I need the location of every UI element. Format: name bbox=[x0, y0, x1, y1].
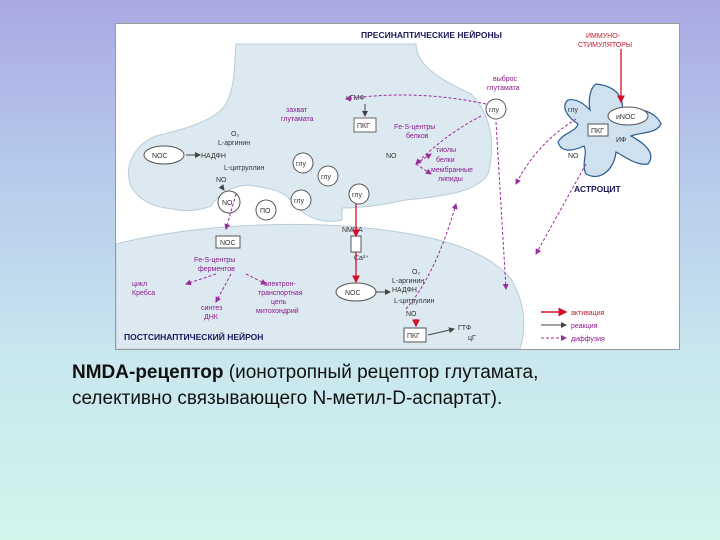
diffusion-arrows bbox=[185, 94, 587, 310]
immune-label-2: СТИМУЛЯТОРЫ bbox=[578, 42, 632, 49]
pre-fe-label-2: ферментов bbox=[198, 266, 235, 273]
uptake-label-2: глутамата bbox=[281, 116, 314, 123]
o2-post-label: O₂ bbox=[412, 269, 420, 276]
release-label-2: глутамата bbox=[487, 85, 520, 92]
glu-label-4: глу bbox=[489, 107, 499, 114]
glu-label-2: глу bbox=[321, 174, 331, 181]
po-node bbox=[255, 199, 277, 221]
legend-diffusion-label: диффузия bbox=[571, 336, 605, 343]
cg-label: цГ bbox=[468, 335, 476, 342]
pkg-post-box bbox=[403, 327, 427, 343]
caption-term: NMDA bbox=[72, 362, 129, 383]
chain-label-4: митохондрий bbox=[256, 307, 299, 315]
caption-rest: (ионотропный рецептор глутамата, селекти… bbox=[72, 362, 539, 409]
nmda-diagram: ПРЕСИНАПТИЧЕСКИЕ НЕЙРОНЫ ПОСТСИНАПТИЧЕСК… bbox=[115, 23, 680, 350]
effects-label-3: тиолы bbox=[436, 147, 456, 154]
dna-label-2: ДНК bbox=[204, 314, 219, 321]
gtf-label: ГТФ bbox=[458, 325, 471, 332]
glu-node-2 bbox=[317, 165, 339, 187]
glu-node-3 bbox=[348, 183, 370, 205]
diagram-svg: ПРЕСИНАПТИЧЕСКИЕ НЕЙРОНЫ ПОСТСИНАПТИЧЕСК… bbox=[116, 29, 662, 349]
glu-label-3: глу bbox=[352, 192, 362, 199]
astrocyte-label: АСТРОЦИТ bbox=[574, 184, 622, 194]
effects-label-5: мембранные bbox=[431, 166, 473, 174]
nos-pre-node bbox=[143, 145, 185, 165]
o2-label: O₂ bbox=[231, 131, 239, 138]
no-label-center: NO bbox=[386, 153, 397, 160]
arginine-label: L-аргинин bbox=[218, 140, 250, 147]
chain-label-2: транспортная bbox=[258, 290, 303, 297]
cycle-label-2: Кребса bbox=[132, 289, 155, 297]
nadph-post-label: НАДФН bbox=[392, 287, 417, 294]
dna-label-1: синтез bbox=[201, 305, 222, 312]
pkg-post-label: ПКГ bbox=[407, 333, 420, 340]
inos-node bbox=[607, 106, 649, 126]
postsynaptic-label: ПОСТСИНАПТИЧЕСКИЙ НЕЙРОН bbox=[124, 331, 263, 342]
chain-label-1: электрон- bbox=[264, 281, 296, 288]
caption: NMDA-рецептор (ионотропный рецептор глут… bbox=[72, 360, 632, 412]
effects-label-6: липиды bbox=[438, 176, 463, 183]
glu-node-4 bbox=[485, 98, 507, 120]
cycle-label-1: цикл bbox=[132, 281, 147, 288]
caption-term-suffix: -рецептор bbox=[129, 362, 224, 383]
effects-label-1: Fe-S-центры bbox=[394, 124, 435, 131]
release-label-1: выброс bbox=[493, 75, 518, 83]
nadph-label: НАДФН bbox=[201, 153, 226, 160]
nos-membrane-box bbox=[215, 235, 241, 249]
nos-post-label: NOС bbox=[345, 290, 361, 297]
citrulline-label: L-цитруллин bbox=[224, 165, 265, 172]
po-node-label: ПО bbox=[260, 208, 271, 215]
pkg-astro-box bbox=[587, 123, 609, 137]
nmda-channel bbox=[350, 235, 362, 253]
glu-node-1 bbox=[292, 152, 314, 174]
pre-fe-label-1: Fe-S-центры bbox=[194, 257, 235, 264]
pkg-box bbox=[353, 117, 377, 133]
pkg-label: ПКГ bbox=[357, 123, 370, 130]
legend-activation-label: активация bbox=[571, 310, 605, 317]
citrulline-post-label: L-цитруллин bbox=[394, 298, 435, 305]
immune-label-1: ИММУНО- bbox=[586, 33, 621, 40]
activation-arrows bbox=[352, 49, 625, 328]
no-label-pre: NO bbox=[216, 177, 227, 184]
astrocyte-shape bbox=[557, 83, 662, 177]
glu-label-1: глу bbox=[296, 161, 306, 168]
no-node-1 bbox=[217, 190, 241, 214]
postsynaptic-neuron-shape bbox=[116, 223, 525, 349]
glu-node-5 bbox=[290, 189, 312, 211]
ca-label: Ca²⁺ bbox=[354, 255, 369, 262]
presynaptic-neuron-shape bbox=[128, 43, 493, 222]
inos-label: иNOС bbox=[616, 114, 635, 121]
legend-reaction-label: реакция bbox=[571, 323, 598, 330]
effects-label-4: белки bbox=[436, 156, 455, 164]
presynaptic-label: ПРЕСИНАПТИЧЕСКИЕ НЕЙРОНЫ bbox=[361, 29, 502, 40]
nos-membrane-label: NOС bbox=[220, 240, 236, 247]
no-astro-label: NO bbox=[568, 153, 579, 160]
uptake-label-1: захват bbox=[286, 107, 308, 114]
nmda-label: NMDA bbox=[342, 227, 363, 234]
reaction-arrows bbox=[186, 104, 455, 336]
cgmp-label: цГМФ bbox=[346, 95, 365, 102]
pkg-astro-label: ПКГ bbox=[591, 128, 604, 135]
no-node-1-label: NO bbox=[222, 200, 233, 207]
effects-label-2: белков bbox=[406, 132, 429, 140]
glu-astro-label: глу bbox=[568, 107, 578, 114]
chain-label-3: цепь bbox=[271, 299, 287, 306]
arginine-post-label: L-аргинин bbox=[392, 278, 424, 285]
glu-label-5: глу bbox=[294, 198, 304, 205]
nos-pre-label: NOС bbox=[152, 153, 168, 160]
no-post-label: NO bbox=[406, 311, 417, 318]
ifn-label: ИФ bbox=[616, 137, 626, 144]
